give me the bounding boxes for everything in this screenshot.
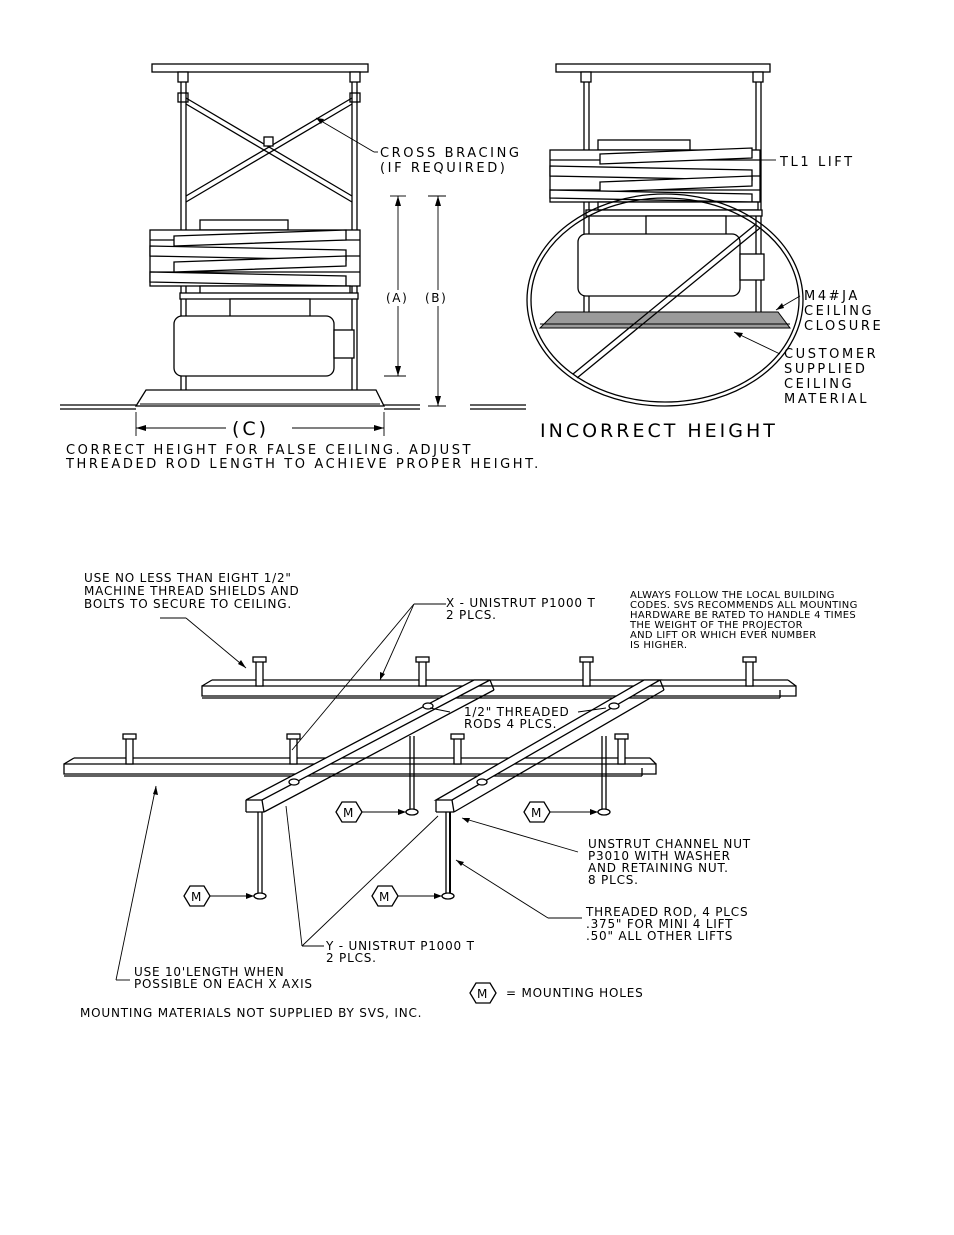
correct-caption-1: CORRECT HEIGHT FOR FALSE CEILING. ADJUST [66, 443, 473, 458]
correct-caption-2: THREADED ROD LENGTH TO ACHIEVE PROPER HE… [65, 457, 541, 472]
tl1-lift-label: TL1 LIFT [779, 155, 855, 170]
dimension-c: (C) [135, 412, 385, 440]
mounting-figure: M M M M USE NO LESS THAN EIGHT 1/2" MAC [63, 571, 858, 1020]
channel-nut-2: P3010 WITH WASHER [588, 849, 731, 863]
threaded-rod-3: .50" ALL OTHER LIFTS [586, 929, 733, 943]
threaded-rod-1: THREADED ROD, 4 PLCS [585, 905, 748, 919]
cross-bracing-label-1: CROSS BRACING [380, 146, 522, 161]
lift-mechanism-left [149, 219, 361, 300]
x-unistrut-label-2: 2 PLCS. [446, 608, 497, 622]
closure-label-2: CEILING [804, 304, 874, 319]
ceiling-bolts [122, 656, 757, 765]
cross-bracing [185, 97, 353, 203]
material-label-4: MATERIAL [784, 392, 869, 407]
incorrect-height-figure: TL1 LIFT M4#JA CEILING CLOSURE CUSTOMER … [526, 63, 883, 442]
y-unistrut-label-1: Y - UNISTRUT P1000 T [325, 939, 475, 953]
threaded-rods-label-1: 1/2" THREADED [464, 705, 570, 719]
legend-text: = MOUNTING HOLES [506, 986, 644, 1000]
channel-nut-1: UNSTRUT CHANNEL NUT [588, 837, 751, 851]
correct-height-figure: (A) (B) (C) CROSS BRACING (IF REQUIRED) [60, 63, 541, 472]
codes-note-2: CODES. SVS RECOMMENDS ALL MOUNTING [630, 600, 858, 611]
use-no-less-1: USE NO LESS THAN EIGHT 1/2" [84, 571, 292, 585]
incorrect-caption: INCORRECT HEIGHT [540, 420, 778, 442]
cross-bracing-label-2: (IF REQUIRED) [380, 161, 507, 176]
hanging-rods [253, 702, 620, 900]
footer-note: MOUNTING MATERIALS NOT SUPPLIED BY SVS, … [80, 1006, 422, 1020]
channel-nut-3: AND RETAINING NUT. [588, 861, 729, 875]
mounting-marker-1: M [335, 801, 406, 823]
y-unistrut-label-2: 2 PLCS. [326, 951, 377, 965]
y-strut-left [245, 679, 495, 813]
ceiling-plate-left [151, 63, 369, 73]
ceiling-panel-left [134, 389, 386, 407]
mounting-holes-legend: M = MOUNTING HOLES [469, 982, 644, 1004]
closure-label-1: M4#JA [804, 289, 860, 304]
mounting-marker-2: M [523, 801, 598, 823]
mounting-marker-3: M [183, 885, 254, 907]
material-label-3: CEILING [784, 377, 854, 392]
ceiling-closure-panel [538, 311, 791, 329]
lift-mechanism-right [549, 139, 763, 217]
dimension-c-label: (C) [232, 418, 269, 440]
svg-text:M: M [343, 806, 354, 820]
threaded-rods-label-2: RODS 4 PLCS. [464, 717, 557, 731]
codes-note-4: THE WEIGHT OF THE PROJECTOR [629, 620, 803, 631]
dimension-b-label: (B) [425, 291, 447, 305]
threaded-rod-2: .375" FOR MINI 4 LIFT [586, 917, 733, 931]
dimension-b: (B) [425, 195, 447, 407]
x-strut-upper [201, 679, 797, 699]
svg-text:M: M [531, 806, 542, 820]
codes-note-1: ALWAYS FOLLOW THE LOCAL BUILDING [630, 590, 835, 601]
dimension-a-label: (A) [386, 291, 408, 305]
use-10ft-2: POSSIBLE ON EACH X AXIS [134, 977, 313, 991]
use-10ft-1: USE 10'LENGTH WHEN [134, 965, 285, 979]
dimension-a: (A) [384, 195, 408, 377]
use-no-less-2: MACHINE THREAD SHIELDS AND [84, 584, 300, 598]
svg-text:M: M [477, 987, 488, 1001]
projector-right [577, 215, 765, 297]
mounting-marker-4: M [371, 885, 442, 907]
material-label-2: SUPPLIED [784, 362, 868, 377]
ceiling-plate-right [555, 63, 771, 73]
projector-left [173, 298, 355, 377]
channel-nut-4: 8 PLCS. [588, 873, 639, 887]
material-label-1: CUSTOMER [784, 347, 878, 362]
codes-note-6: IS HIGHER. [630, 640, 687, 651]
prohibition-symbol [526, 193, 804, 407]
closure-label-3: CLOSURE [804, 319, 883, 334]
codes-note-5: AND LIFT OR WHICH EVER NUMBER [630, 630, 816, 641]
y-strut-right [433, 679, 665, 813]
x-unistrut-label-1: X - UNISTRUT P1000 T [446, 596, 596, 610]
codes-note-3: HARDWARE BE RATED TO HANDLE 4 TIMES [630, 610, 856, 621]
svg-text:M: M [191, 890, 202, 904]
use-no-less-3: BOLTS TO SECURE TO CEILING. [84, 597, 292, 611]
svg-text:M: M [379, 890, 390, 904]
